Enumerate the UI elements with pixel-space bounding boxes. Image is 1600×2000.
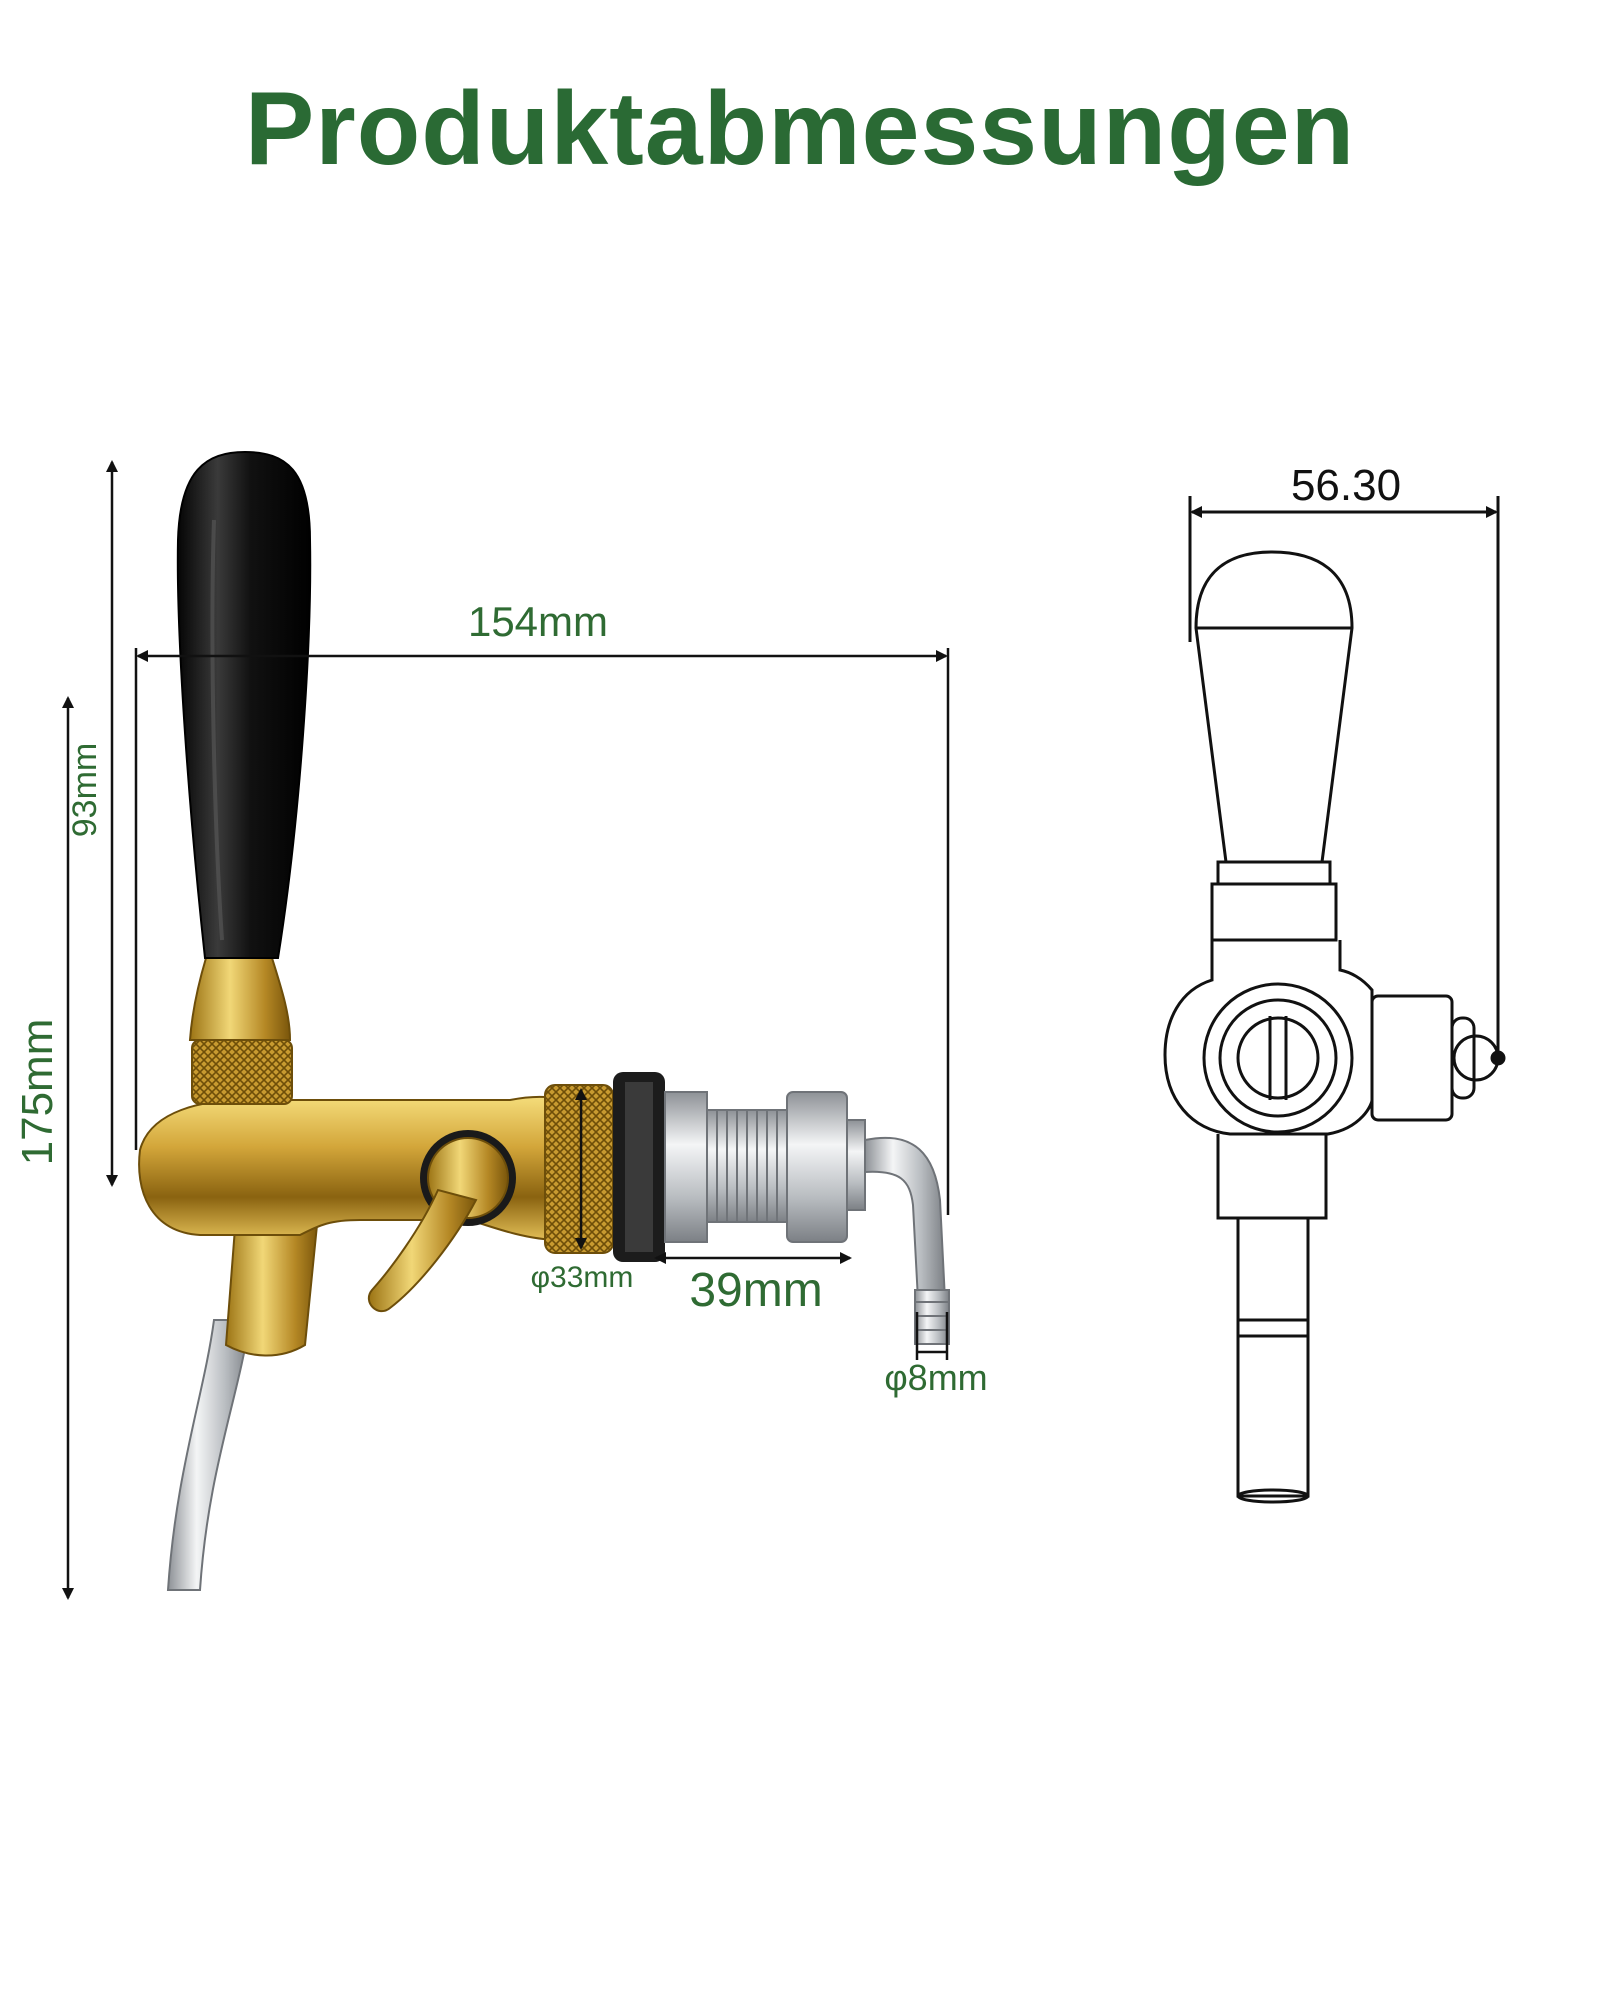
side-knob [1370,994,1454,1122]
lever-height-label: 93mm [66,743,104,837]
nozzle [224,1214,320,1357]
tail-tube [864,1136,947,1301]
shank-nut [544,1084,614,1254]
beer-tap-illustration [138,450,950,1591]
page-title: Produktabmessungen [244,71,1356,187]
tap-handle [176,450,312,959]
side-width-label: 56.30 [1291,461,1401,510]
handle-collar [188,957,292,1041]
side-view-drawing [1163,496,1506,1504]
compensator-lever [367,1188,478,1313]
tube-diameter-label: φ8mm [884,1357,987,1398]
handle-knurled-ring [191,1039,293,1105]
width-label: 154mm [468,598,608,645]
shank-length-label: 39mm [689,1264,822,1317]
side-body-ring [1202,982,1354,1134]
spout-tube [166,1319,252,1591]
total-height-label: 175mm [13,1019,62,1166]
side-handle [1194,550,1354,864]
side-spout [1236,1218,1310,1498]
dimension-lines [62,460,950,1600]
tail-hex [786,1091,848,1243]
hex-nut [664,1091,708,1243]
shank-diameter-label: φ33mm [531,1261,634,1294]
